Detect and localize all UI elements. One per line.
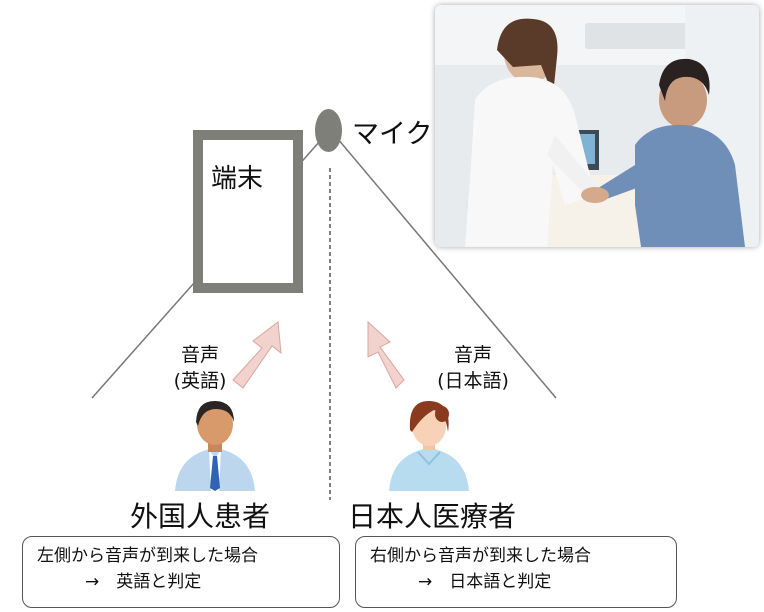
mic-icon xyxy=(315,109,342,152)
voice-arrow-left xyxy=(232,321,282,389)
voice-arrow-right xyxy=(367,320,405,389)
rule-left-line2: → 英語と判定 xyxy=(85,572,202,592)
rule-box-left: 左側から音声が到来した場合 → 英語と判定 xyxy=(22,536,340,608)
patient-figure-icon xyxy=(175,400,255,491)
rule-box-right: 右側から音声が到来した場合 → 日本語と判定 xyxy=(355,536,677,608)
rule-left-line1: 左側から音声が到来した場合 xyxy=(37,546,258,566)
rule-right-line2: → 日本語と判定 xyxy=(418,572,552,592)
rule-right-line1: 右側から音声が到来した場合 xyxy=(370,546,591,566)
patient-label: 外国人患者 xyxy=(130,500,271,533)
consultation-photo xyxy=(435,5,759,247)
mic-label: マイク xyxy=(352,119,433,150)
voice-english-line1: 音声 xyxy=(180,344,219,366)
medical-staff-figure-icon xyxy=(389,400,469,491)
consultation-photo-illustration xyxy=(435,5,759,247)
right-boundary-line xyxy=(331,131,557,399)
voice-japanese-line1: 音声 xyxy=(453,344,492,366)
medical-staff-label: 日本人医療者 xyxy=(348,500,517,533)
terminal-label: 端末 xyxy=(211,164,264,194)
voice-japanese-label: 音声 (日本語) xyxy=(418,342,528,394)
voice-japanese-line2: (日本語) xyxy=(437,370,509,392)
voice-english-label: 音声 (英語) xyxy=(160,342,240,394)
voice-english-line2: (英語) xyxy=(173,370,227,392)
terminal-device xyxy=(193,130,303,293)
